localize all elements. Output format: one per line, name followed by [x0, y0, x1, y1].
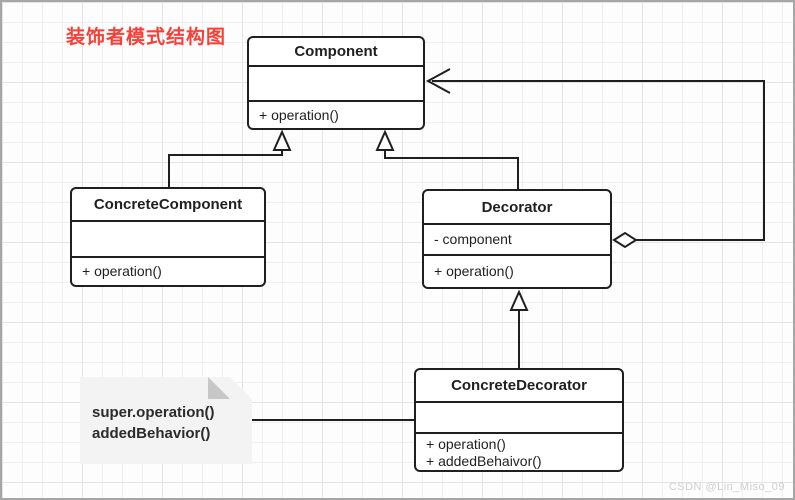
class-methods: + operation() [249, 102, 423, 128]
class-methods: + operation() [72, 258, 264, 285]
method-item: + operation() [426, 436, 506, 452]
method-item: + operation() [82, 263, 162, 279]
arrowhead-open [425, 68, 451, 94]
edge-concretecomponent-component [168, 150, 283, 187]
uml-note: super.operation() addedBehavior() [80, 377, 252, 464]
method-item: + operation() [259, 106, 339, 123]
diagram-title: 装饰者模式结构图 [66, 27, 227, 48]
class-box-decorator: Decorator - component + operation() [422, 189, 612, 289]
class-name: Decorator [424, 191, 610, 225]
method-item: + operation() [434, 263, 514, 279]
edge-aggregation [432, 80, 765, 241]
class-box-component: Component + operation() [247, 36, 425, 130]
arrowhead-generalization-left [272, 129, 292, 151]
note-text: super.operation() addedBehavior() [92, 402, 215, 444]
class-box-concrete-component: ConcreteComponent + operation() [70, 187, 266, 287]
class-attributes [249, 67, 423, 102]
class-attributes [416, 403, 622, 434]
note-line: super.operation() [92, 404, 215, 421]
class-name: Component [249, 38, 423, 67]
note-line: addedBehavior() [92, 425, 211, 442]
class-attributes: - component [424, 225, 610, 256]
watermark: CSDN @Lin_Miso_09 [668, 481, 785, 493]
class-name: ConcreteComponent [72, 189, 264, 222]
method-item: + addedBehaivor() [426, 453, 542, 469]
arrowhead-generalization-right [375, 129, 395, 151]
edge-decorator-component [384, 150, 519, 189]
class-methods: + operation() [424, 256, 610, 287]
class-attributes [72, 222, 264, 258]
aggregation-diamond [612, 231, 638, 249]
class-box-concrete-decorator: ConcreteDecorator + operation() + addedB… [414, 368, 624, 472]
note-fold-corner-icon [208, 377, 252, 399]
class-name: ConcreteDecorator [416, 370, 622, 403]
attribute-item: - component [434, 231, 512, 247]
arrowhead-generalization-bottom [509, 289, 529, 311]
class-methods: + operation() + addedBehaivor() [416, 434, 622, 470]
